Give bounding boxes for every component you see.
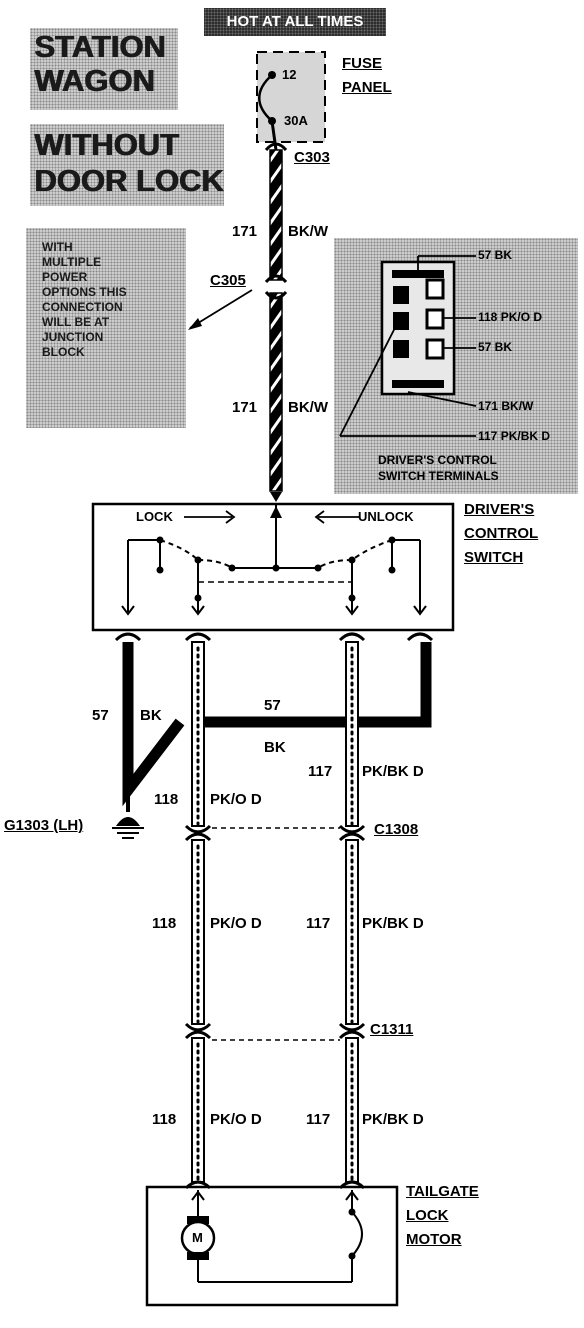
terminal-label-57-bk-top: 57 BK xyxy=(478,248,513,262)
connector-c305-label: C305 xyxy=(210,272,246,289)
wire-57-number-center: 57 xyxy=(264,697,281,714)
wire-171-number-lower: 171 xyxy=(232,399,258,416)
junction-note-panel xyxy=(26,228,186,428)
switch-label-line-2: CONTROL xyxy=(464,525,539,542)
wire-57-number-left: 57 xyxy=(92,707,109,724)
note-line: CONNECTION xyxy=(42,300,123,314)
wire-118-number-1: 118 xyxy=(154,791,179,808)
switch-terminals-panel xyxy=(334,238,578,494)
note-line: POWER xyxy=(42,270,88,284)
fuse-panel-label-line-2: PANEL xyxy=(342,79,392,96)
wire-118-color-2: PK/O D xyxy=(210,915,262,932)
wire-117-color-3: PK/BK D xyxy=(362,1111,424,1128)
connector-c1311-label: C1311 xyxy=(370,1021,414,1038)
terminals-caption-line-1: DRIVER'S CONTROL xyxy=(378,453,497,467)
motor-label-line-1: TAILGATE xyxy=(406,1183,479,1200)
subtitle-line-2: DOOR LOCK xyxy=(34,163,224,198)
title-line-1: STATION xyxy=(34,29,166,64)
note-line: OPTIONS THIS xyxy=(42,285,127,299)
terminal-label-117: 117 PK/BK D xyxy=(478,429,551,443)
switch-unlock-label: UNLOCK xyxy=(358,509,414,524)
note-line: BLOCK xyxy=(42,345,85,359)
terminal-label-171: 171 BK/W xyxy=(478,399,534,413)
hot-at-all-times-banner: HOT AT ALL TIMES xyxy=(204,8,386,36)
motor-symbol-label: M xyxy=(192,1230,203,1245)
motor-label-line-3: MOTOR xyxy=(406,1231,462,1248)
wire-117 xyxy=(345,641,359,1183)
fuse-number: 12 xyxy=(282,67,297,82)
note-line: WILL BE AT xyxy=(42,315,110,329)
wire-118 xyxy=(191,641,205,1183)
wire-171-color-lower: BK/W xyxy=(288,399,328,416)
wire-117-color-2: PK/BK D xyxy=(362,915,424,932)
fuse-panel-label-line-1: FUSE xyxy=(342,55,383,72)
wire-117-number-1: 117 xyxy=(308,763,333,780)
wire-171-number-upper: 171 xyxy=(232,223,258,240)
title-line-2: WAGON xyxy=(34,63,155,98)
title-panel xyxy=(30,28,178,110)
wire-57-color-left: BK xyxy=(140,707,162,724)
subtitle-panel xyxy=(30,124,224,206)
connector-c303-symbol xyxy=(264,142,288,152)
fuse-rating: 30A xyxy=(284,113,308,128)
connector-c1308-symbol xyxy=(184,824,366,842)
wire-57-color-center: BK xyxy=(264,739,286,756)
wire-117-color-1: PK/BK D xyxy=(362,763,424,780)
wire-117-number-2: 117 xyxy=(306,915,331,932)
connector-c305-symbol xyxy=(188,274,288,330)
note-line: MULTIPLE xyxy=(42,255,102,269)
switch-label-line-3: SWITCH xyxy=(464,549,524,566)
connector-c1308-label: C1308 xyxy=(374,821,419,838)
tailgate-lock-motor-symbol xyxy=(145,1185,399,1307)
terminal-label-118: 118 PK/O D xyxy=(478,310,543,324)
fuse-panel-symbol xyxy=(256,51,326,143)
junction-note: WITH MULTIPLE POWER OPTIONS THIS CONNECT… xyxy=(42,240,127,360)
note-line: JUNCTION xyxy=(42,330,104,344)
note-line: WITH xyxy=(42,240,73,254)
wire-118-number-2: 118 xyxy=(152,915,177,932)
wire-118-color-3: PK/O D xyxy=(210,1111,262,1128)
connector-c303-label: C303 xyxy=(294,149,330,166)
terminal-label-57-bk: 57 BK xyxy=(478,340,513,354)
switch-lock-label: LOCK xyxy=(136,509,173,524)
wire-57 xyxy=(122,642,432,812)
terminals-caption-line-2: SWITCH TERMINALS xyxy=(378,469,499,483)
drivers-control-switch-symbol xyxy=(91,502,455,632)
ground-label: G1303 (LH) xyxy=(4,817,84,834)
wire-171 xyxy=(269,120,283,492)
ground-g1303-symbol xyxy=(112,817,144,839)
wire-118-color-1: PK/O D xyxy=(210,791,262,808)
motor-label-line-2: LOCK xyxy=(406,1207,449,1224)
wire-117-number-3: 117 xyxy=(306,1111,331,1128)
switch-label-line-1: DRIVER'S xyxy=(464,501,535,518)
wire-118-number-3: 118 xyxy=(152,1111,177,1128)
subtitle-line-1: WITHOUT xyxy=(34,127,179,162)
connector-c1311-symbol xyxy=(184,1022,366,1041)
wire-171-color-upper: BK/W xyxy=(288,223,328,240)
